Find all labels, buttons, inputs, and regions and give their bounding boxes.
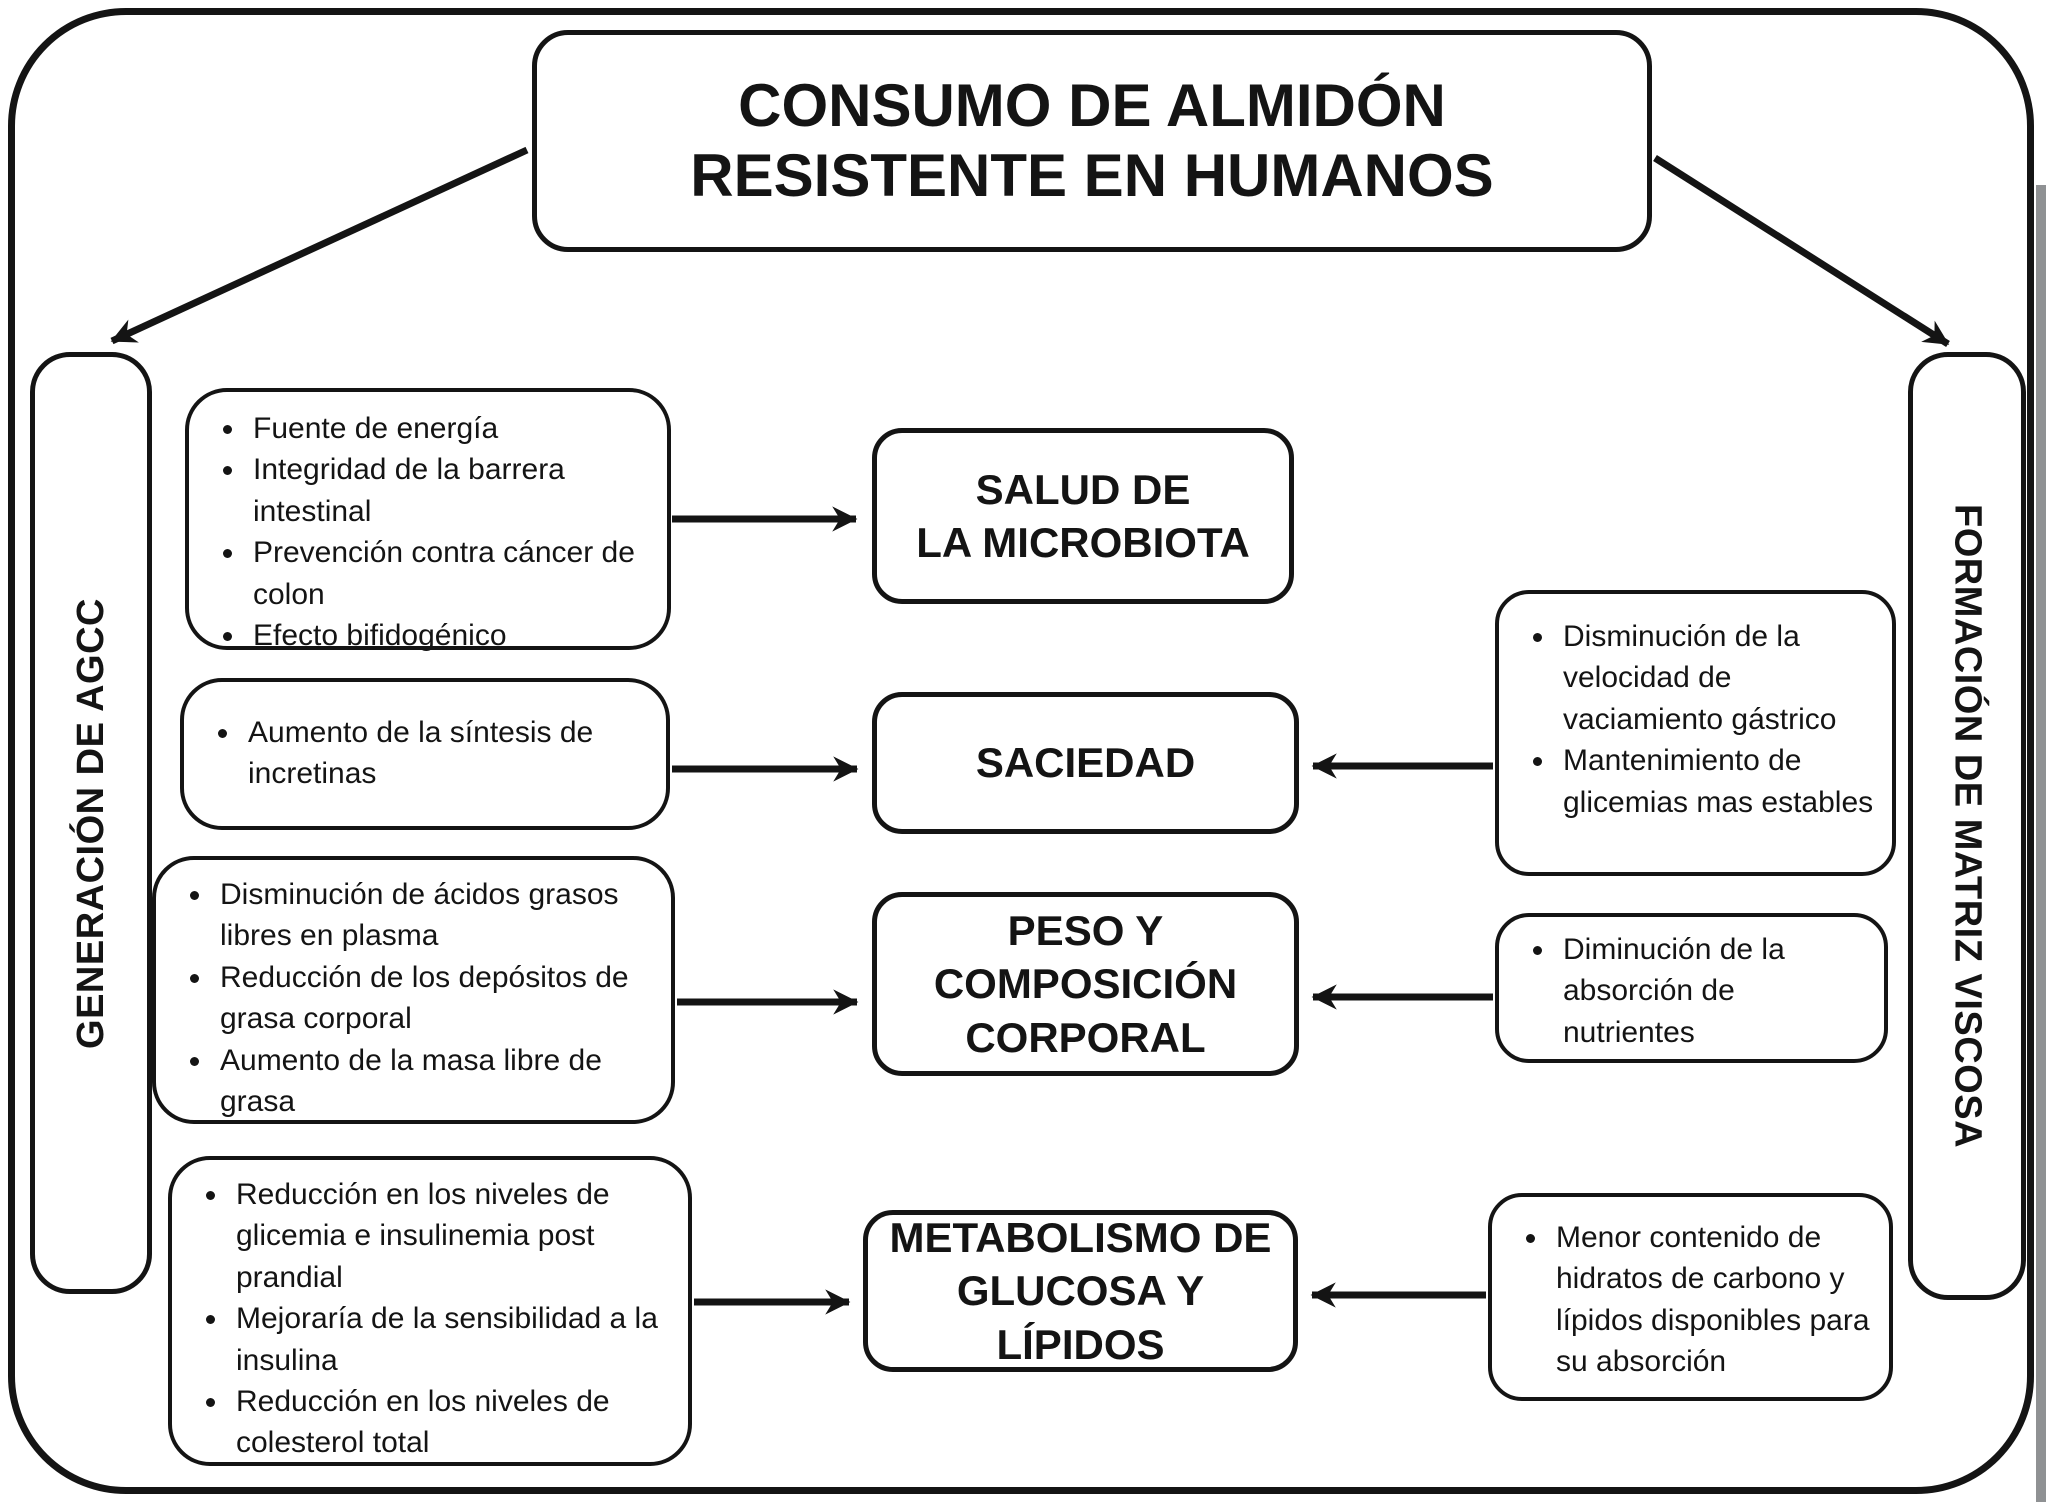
left-box-microbiota-effects: Fuente de energía Integridad de la barre… — [185, 388, 671, 652]
bullet-list: Fuente de energía Integridad de la barre… — [189, 408, 667, 656]
center-box-line: LA MICROBIOTA — [916, 519, 1250, 566]
center-box-line: SACIEDAD — [975, 739, 1196, 787]
outer-border-frame — [8, 8, 2034, 1494]
scan-artifact-strip — [2036, 185, 2046, 1502]
left-box-saciedad-effects: Aumento de la síntesis de incretinas — [180, 678, 670, 830]
right-box-peso-mechanisms: Diminución de la absorción de nutrientes — [1495, 913, 1888, 1063]
panel-generacion-agcc-label: GENERACIÓN DE AGCC — [69, 597, 112, 1049]
center-box-line: SALUD DE — [975, 465, 1191, 513]
bullet-item: Prevención contra cáncer de colon — [247, 532, 651, 615]
bullet-item: Integridad de la barrera intestinal — [247, 449, 651, 532]
bullet-item: Reducción en los niveles de glicemia e i… — [230, 1174, 672, 1298]
center-box-line: PESO Y — [1007, 907, 1164, 954]
center-box-metabolismo: METABOLISMO DE GLUCOSA Y LÍPIDOS — [863, 1210, 1298, 1372]
bullet-list: Aumento de la síntesis de incretinas — [184, 712, 666, 795]
bullet-list: Disminución de la velocidad de vaciamien… — [1499, 616, 1892, 823]
bullet-item: Reducción de los depósitos de grasa corp… — [214, 957, 655, 1040]
center-box-line: COMPOSICIÓN — [933, 960, 1238, 1008]
center-box-peso-composicion: PESO Y COMPOSICIÓN CORPORAL — [872, 892, 1299, 1076]
left-box-metabolismo-effects: Reducción en los niveles de glicemia e i… — [168, 1156, 692, 1466]
panel-formacion-matriz-viscosa-label: FORMACIÓN DE MATRIZ VISCOSA — [1946, 503, 1989, 1148]
center-box-line: GLUCOSA Y LÍPIDOS — [956, 1267, 1205, 1368]
bullet-item: Diminución de la absorción de nutrientes — [1557, 929, 1868, 1053]
bullet-item: Efecto bifidogénico — [247, 615, 651, 656]
title-line-2: RESISTENTE EN HUMANOS — [690, 142, 1494, 209]
bullet-item: Mantenimiento de glicemias mas estables — [1557, 740, 1876, 823]
right-box-metabolismo-mechanisms: Menor contenido de hidratos de carbono y… — [1488, 1193, 1893, 1401]
panel-formacion-matriz-viscosa: FORMACIÓN DE MATRIZ VISCOSA — [1908, 352, 2026, 1300]
bullet-item: Menor contenido de hidratos de carbono y… — [1550, 1217, 1873, 1383]
center-box-salud-microbiota: SALUD DE LA MICROBIOTA — [872, 428, 1294, 604]
center-box-saciedad: SACIEDAD — [872, 692, 1299, 834]
bullet-item: Mejoraría de la sensibilidad a la insuli… — [230, 1298, 672, 1381]
center-box-line: METABOLISMO DE — [889, 1214, 1272, 1262]
bullet-item: Reducción en los niveles de colesterol t… — [230, 1381, 672, 1464]
bullet-list: Menor contenido de hidratos de carbono y… — [1492, 1217, 1889, 1383]
bullet-item: Aumento de la síntesis de incretinas — [242, 712, 650, 795]
center-box-line: CORPORAL — [965, 1013, 1206, 1061]
bullet-list: Disminución de ácidos grasos libres en p… — [156, 874, 671, 1122]
panel-generacion-agcc: GENERACIÓN DE AGCC — [30, 352, 152, 1294]
bullet-item: Aumento de la masa libre de grasa — [214, 1040, 655, 1123]
title-box: CONSUMO DE ALMIDÓN RESISTENTE EN HUMANOS — [532, 30, 1652, 252]
right-box-saciedad-mechanisms: Disminución de la velocidad de vaciamien… — [1495, 590, 1896, 876]
bullet-item: Fuente de energía — [247, 408, 651, 449]
bullet-list: Reducción en los niveles de glicemia e i… — [172, 1174, 688, 1464]
bullet-item: Disminución de la velocidad de vaciamien… — [1557, 616, 1876, 740]
bullet-item: Disminución de ácidos grasos libres en p… — [214, 874, 655, 957]
bullet-list: Diminución de la absorción de nutrientes — [1499, 929, 1884, 1053]
title-line-1: CONSUMO DE ALMIDÓN — [738, 72, 1446, 140]
left-box-peso-effects: Disminución de ácidos grasos libres en p… — [152, 856, 675, 1124]
